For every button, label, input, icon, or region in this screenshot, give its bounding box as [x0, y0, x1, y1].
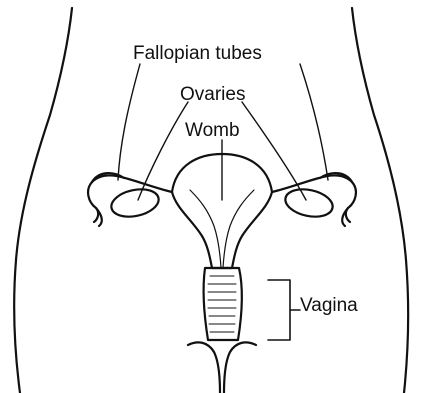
vaginal-folds [208, 276, 236, 332]
womb-cavity [190, 190, 254, 268]
vagina [204, 268, 242, 340]
body-outline-left [14, 8, 72, 393]
body-outline-right [352, 8, 408, 393]
label-fallopian-tubes: Fallopian tubes [133, 44, 262, 63]
leader-fallopian-left [118, 64, 140, 180]
labia-right [224, 342, 256, 393]
label-vagina: Vagina [300, 296, 358, 315]
labia-left [188, 342, 220, 393]
leader-fallopian-right [300, 64, 328, 180]
ovary-right [283, 185, 335, 220]
ovary-left [109, 185, 161, 220]
label-womb: Womb [185, 121, 240, 140]
vagina-bracket [268, 280, 300, 340]
label-ovaries: Ovaries [180, 85, 245, 104]
